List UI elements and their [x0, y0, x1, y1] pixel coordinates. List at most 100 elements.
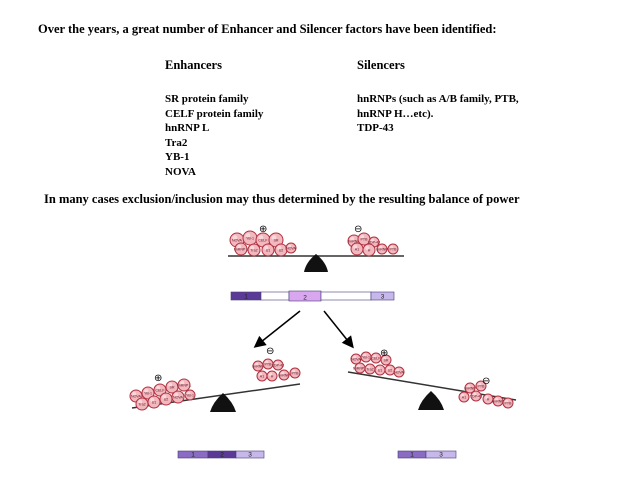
exon-1: 1	[397, 450, 427, 458]
enhancer-protein: U2	[159, 392, 173, 406]
svg-text:1: 1	[191, 451, 195, 458]
enhancer-protein: YB-1	[184, 389, 196, 401]
svg-text:YB-1: YB-1	[246, 237, 254, 241]
silencer-protein: PTB	[502, 397, 514, 409]
svg-text:SR: SR	[274, 239, 279, 243]
silencer-protein: hnRNP	[278, 369, 290, 381]
svg-text:1: 1	[244, 293, 248, 300]
svg-text:H: H	[487, 398, 490, 402]
svg-text:TDP-43: TDP-43	[272, 364, 284, 368]
svg-text:3: 3	[248, 451, 252, 458]
list-item: YB-1	[165, 151, 190, 164]
list-item: TDP-43	[357, 122, 394, 135]
intro-sentence: Over the years, a great number of Enhanc…	[38, 22, 497, 36]
plus-icon: ⊕	[154, 373, 162, 384]
fulcrum	[304, 254, 328, 272]
svg-text:SR: SR	[384, 359, 389, 363]
svg-text:2: 2	[220, 451, 224, 458]
enhancers-list: SR protein family CELF protein family hn…	[165, 92, 263, 180]
silencer-protein: hnRNP	[464, 382, 476, 394]
enhancer-protein: Tra2	[135, 397, 149, 411]
svg-text:1: 1	[410, 451, 414, 458]
intron	[320, 291, 372, 301]
svg-text:Tra2: Tra2	[366, 368, 373, 372]
enhancer-protein: U2	[274, 243, 288, 257]
plus-icon: ⊕	[380, 348, 388, 359]
svg-text:PTB: PTB	[390, 248, 398, 252]
svg-text:YB-1: YB-1	[186, 394, 194, 398]
enhancer-protein: U1	[147, 395, 161, 409]
svg-text:A1: A1	[260, 375, 264, 379]
svg-text:hnRNP: hnRNP	[492, 400, 504, 404]
svg-text:hnRNP: hnRNP	[348, 240, 360, 244]
svg-text:U1: U1	[378, 369, 383, 373]
enhancer-protein: SR	[268, 232, 284, 248]
exon-strip-top: 1 2 3	[230, 290, 395, 301]
enhancer-protein: YB-1	[360, 351, 372, 363]
svg-text:Tra2: Tra2	[250, 249, 257, 253]
enhancer-protein: NOVA	[171, 390, 185, 404]
list-item: NOVA	[165, 165, 196, 178]
silencer-protein: H	[362, 243, 376, 257]
silencer-protein: hnRNP	[252, 360, 264, 372]
exon-3: 3	[370, 291, 395, 300]
svg-text:NOVA: NOVA	[286, 247, 297, 251]
svg-text:U2: U2	[279, 249, 284, 253]
svg-text:NOVA: NOVA	[351, 358, 362, 362]
list-item: hnRNPs (such as A/B family, PTB,	[357, 93, 519, 105]
svg-text:NOVA: NOVA	[232, 239, 243, 243]
svg-text:PTB: PTB	[292, 372, 300, 376]
enhancer-protein: NOVA	[285, 242, 297, 254]
exon-3: 3	[235, 450, 265, 458]
list-item: Tra2	[165, 136, 188, 149]
exon-strip-inclusion: 1 2 3	[177, 450, 265, 458]
svg-text:hnRNP L: hnRNP L	[353, 367, 368, 371]
svg-text:SR: SR	[170, 386, 175, 390]
enhancer-protein: U1	[374, 364, 386, 376]
svg-text:TDP-43: TDP-43	[470, 395, 482, 399]
silencer-protein: PTB	[262, 358, 274, 370]
fulcrum	[418, 391, 444, 410]
exon-3: 3	[425, 450, 457, 458]
enhancer-protein: CELF	[370, 352, 382, 364]
svg-text:CELF: CELF	[371, 357, 381, 361]
exon-1: 1	[177, 450, 209, 458]
exon-2: 2	[207, 450, 237, 458]
enhancer-protein: Tra2	[247, 243, 261, 257]
svg-text:hnRNP L: hnRNP L	[177, 384, 192, 388]
enhancers-heading: Enhancers	[165, 58, 222, 72]
silencer-protein: PTB	[387, 243, 399, 255]
silencers-heading: Silencers	[357, 58, 405, 72]
svg-text:U1: U1	[152, 401, 157, 405]
silencer-protein: A1	[350, 242, 364, 256]
svg-text:NOVA: NOVA	[173, 396, 184, 400]
enhancer-protein: hnRNP L	[177, 378, 192, 392]
svg-text:TDP-43: TDP-43	[368, 241, 380, 245]
svg-text:3: 3	[381, 293, 385, 300]
silencer-protein: PTB	[475, 380, 487, 392]
enhancer-protein: Tra2	[364, 363, 376, 375]
exon-2: 2	[288, 290, 322, 301]
enhancer-protein: NOVA	[350, 353, 362, 365]
enhancer-protein: YB-1	[242, 230, 258, 246]
minus-icon: ⊖	[266, 346, 274, 357]
svg-text:H: H	[271, 375, 274, 379]
silencer-protein: A1	[256, 370, 268, 382]
arrow-left	[253, 310, 301, 348]
svg-text:hnRNP: hnRNP	[278, 374, 290, 378]
list-item: CELF protein family	[165, 107, 264, 120]
svg-text:A1: A1	[462, 396, 466, 400]
list-item: hnRNP L	[165, 122, 210, 135]
silencer-protein: H	[266, 370, 278, 382]
balance-statement: In many cases exclusion/inclusion may th…	[44, 192, 520, 206]
svg-text:H: H	[368, 249, 371, 253]
svg-text:Tra2: Tra2	[138, 403, 145, 407]
svg-text:hnRNP: hnRNP	[252, 365, 264, 369]
enhancer-protein: YB-1	[141, 386, 155, 400]
